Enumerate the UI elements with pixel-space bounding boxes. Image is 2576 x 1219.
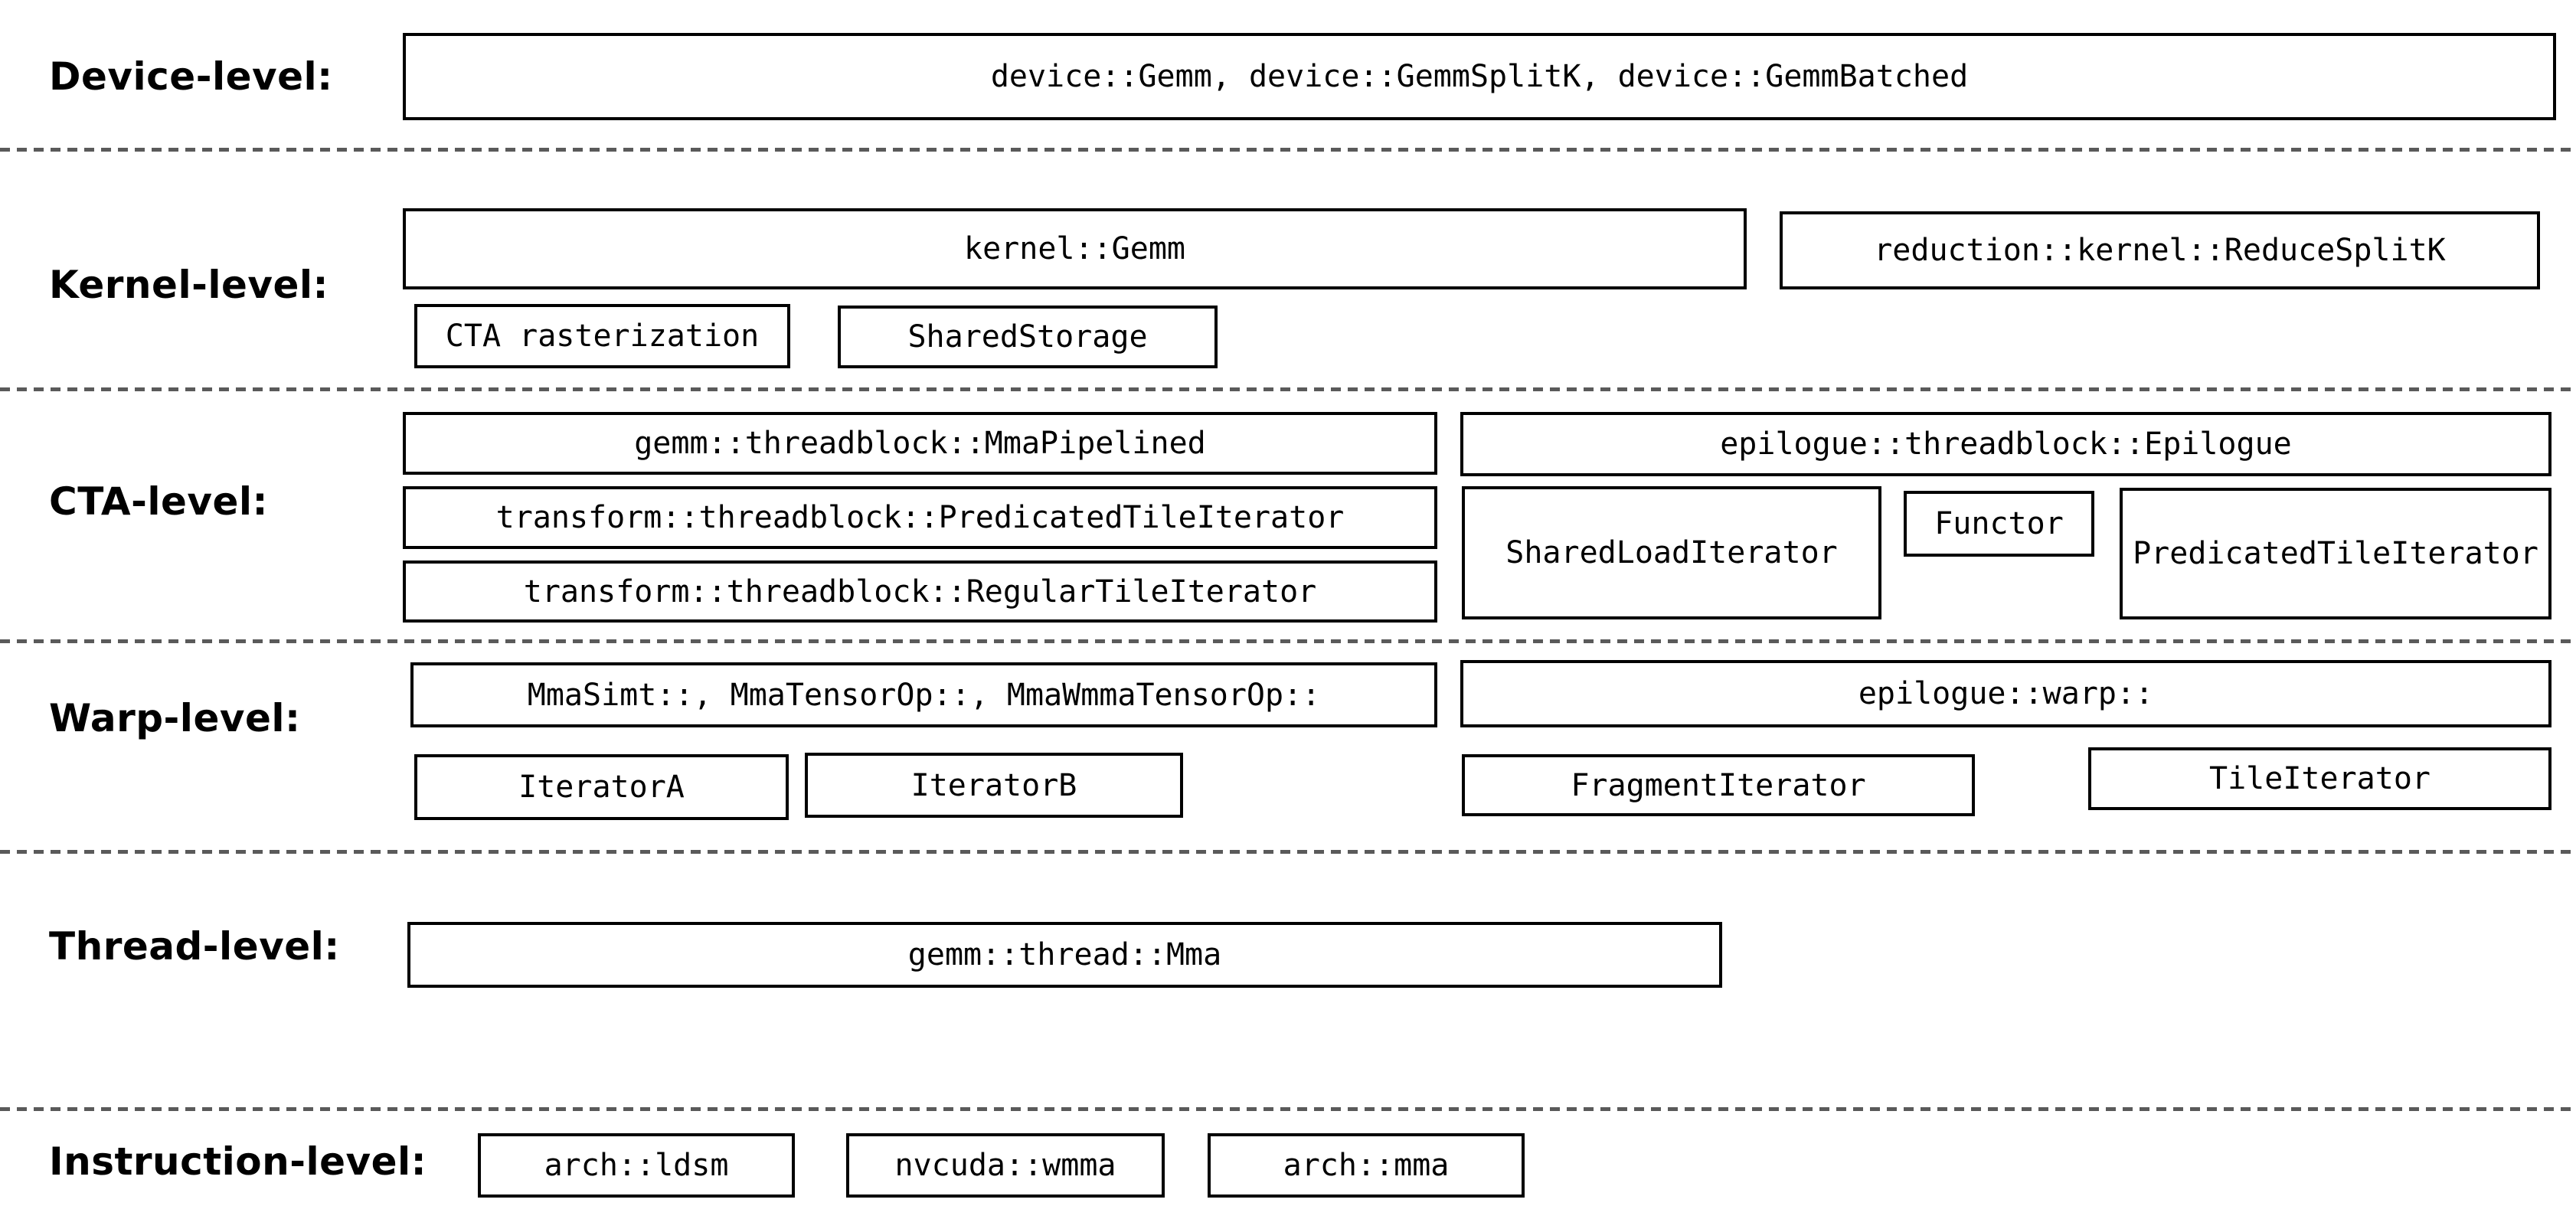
shared-load-iterator-box: SharedLoadIterator [1462,486,1881,619]
thread-level-label: Thread-level: [49,924,340,969]
device-gemm-box: device::Gemm, device::GemmSplitK, device… [403,33,2556,120]
functor-box: Functor [1904,491,2094,557]
arch-mma-box: arch::mma [1208,1133,1525,1198]
nvcuda-wmma-box: nvcuda::wmma [846,1133,1165,1198]
device-level-label: Device-level: [49,54,333,99]
warp-level-label: Warp-level: [49,696,301,740]
epilogue-warp-box: epilogue::warp:: [1460,660,2551,727]
iterator-a-box: IteratorA [414,754,789,820]
transform-predicated-tile-iterator-box: transform::threadblock::PredicatedTileIt… [403,486,1437,549]
kernel-level-label: Kernel-level: [49,263,329,307]
epilogue-threadblock-box: epilogue::threadblock::Epilogue [1460,412,2551,476]
fragment-iterator-box: FragmentIterator [1462,754,1975,816]
kernel-gemm-box: kernel::Gemm [403,208,1747,289]
reduction-kernel-reduce-splitk-box: reduction::kernel::ReduceSplitK [1780,211,2540,289]
thread-mma-box: gemm::thread::Mma [407,922,1722,988]
warp-mma-ops-box: MmaSimt::, MmaTensorOp::, MmaWmmaTensorO… [410,662,1437,727]
dashed-separator-device-kernel [0,148,2576,152]
dashed-separator-kernel-cta [0,387,2576,391]
dashed-separator-cta-warp [0,639,2576,643]
dashed-separator-warp-thread [0,850,2576,854]
tile-iterator-box: TileIterator [2088,747,2551,810]
instruction-level-label: Instruction-level: [49,1139,427,1184]
dashed-separator-thread-instruction [0,1107,2576,1111]
cta-rasterization-box: CTA rasterization [414,304,790,368]
arch-ldsm-box: arch::ldsm [478,1133,795,1198]
cta-level-label: CTA-level: [49,479,269,524]
shared-storage-box: SharedStorage [838,306,1218,368]
predicated-tile-iterator-box: PredicatedTileIterator [2120,488,2551,619]
mma-pipelined-box: gemm::threadblock::MmaPipelined [403,412,1437,475]
regular-tile-iterator-box: transform::threadblock::RegularTileItera… [403,560,1437,623]
iterator-b-box: IteratorB [805,753,1183,818]
